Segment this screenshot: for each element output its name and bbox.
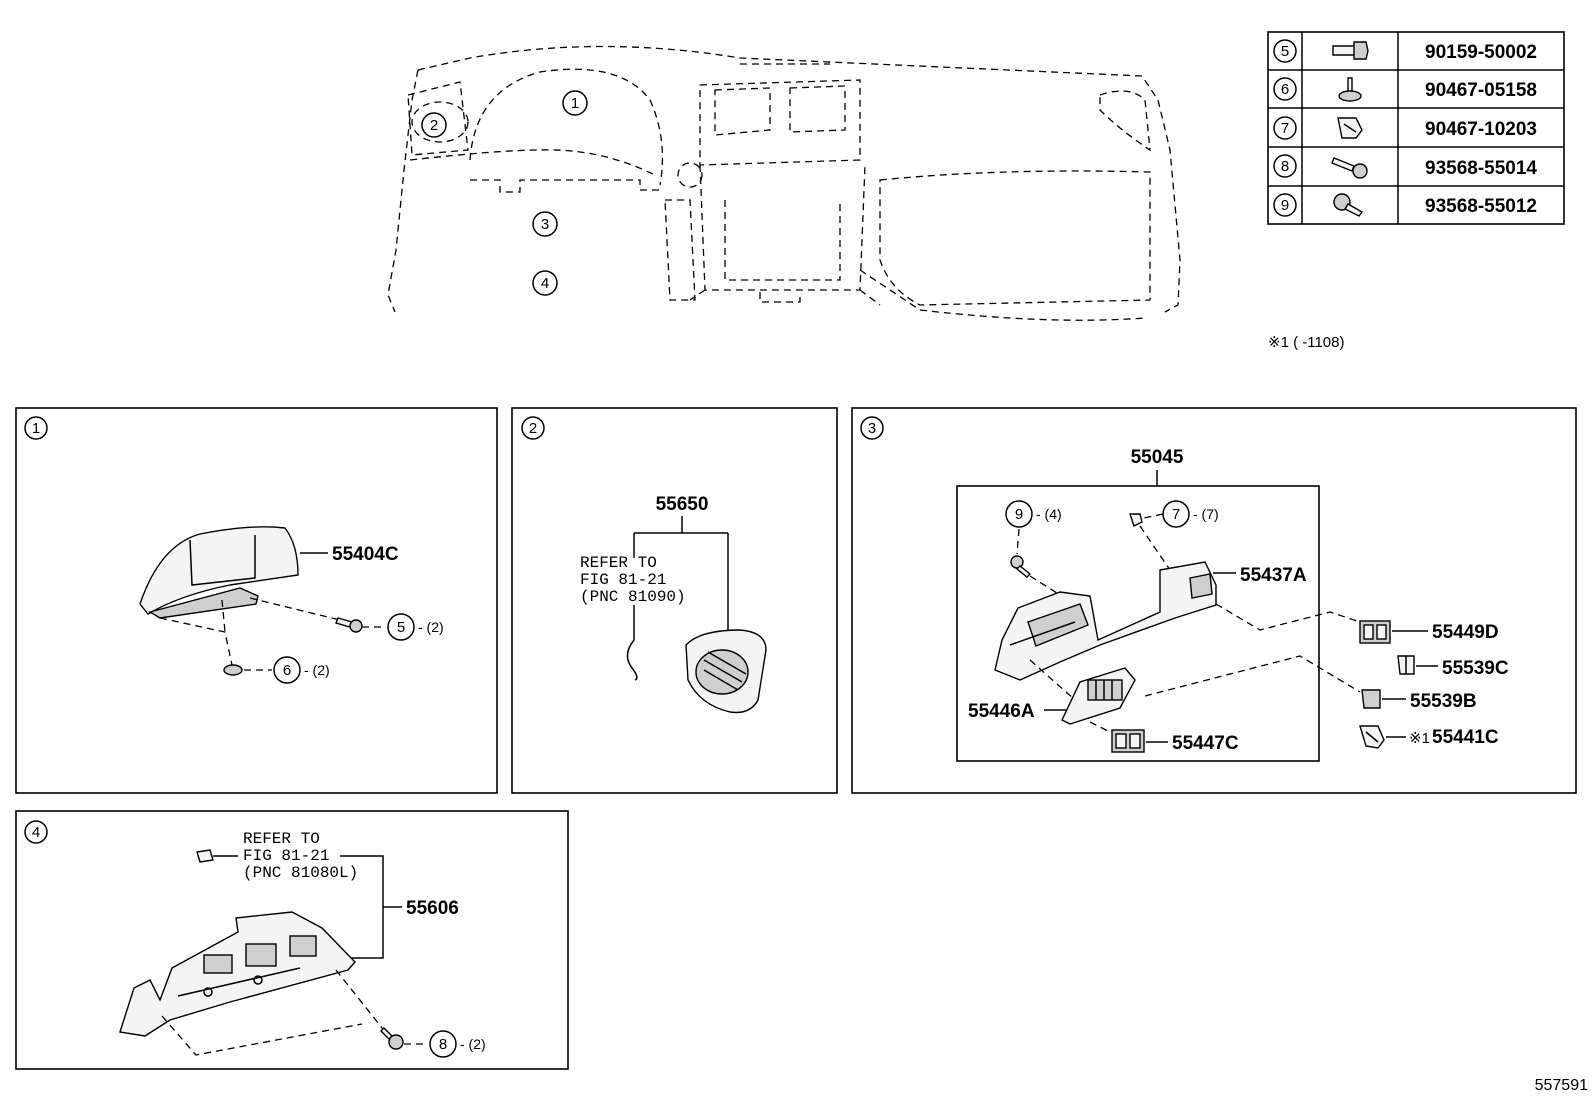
fastener-7-callout: 7 - (7) <box>1162 500 1219 528</box>
svg-text:93568-55014: 93568-55014 <box>1425 158 1537 179</box>
svg-text:- (7): - (7) <box>1193 506 1219 522</box>
panel-1: 1 55404C 5 - (2) 6 - (2) <box>15 407 498 794</box>
svg-text:(PNC 81090): (PNC 81090) <box>580 588 686 606</box>
part-55539C: 55539C <box>1442 658 1509 679</box>
svg-text:(PNC 81080L): (PNC 81080L) <box>243 864 358 882</box>
svg-text:1: 1 <box>571 95 579 112</box>
screw-icon <box>380 1027 404 1050</box>
clip-part-55539C <box>1397 655 1415 675</box>
part-55437A: 55437A <box>1240 565 1307 586</box>
clip-part-55539B <box>1361 689 1381 709</box>
svg-text:- (4): - (4) <box>1036 506 1062 522</box>
svg-text:90467-05158: 90467-05158 <box>1425 80 1537 101</box>
svg-text:FIG 81-21: FIG 81-21 <box>580 571 666 589</box>
footnote-range: ※1 ( -1108) <box>1268 334 1345 351</box>
note-mark: ※1 <box>1409 730 1430 747</box>
fastener-row-9: 9 93568-55012 <box>1273 193 1537 217</box>
svg-text:- (2): - (2) <box>418 619 444 635</box>
clip-icon <box>1337 117 1363 139</box>
switch-base-part-55446A <box>1061 667 1136 725</box>
svg-text:93568-55012: 93568-55012 <box>1425 196 1537 217</box>
panel-3: 3 55045 9 - (4) 7 - (7) <box>851 407 1577 794</box>
svg-text:FIG 81-21: FIG 81-21 <box>243 847 329 865</box>
clip-icon <box>223 664 243 676</box>
fastener-row-7: 7 90467-10203 <box>1273 116 1537 140</box>
part-55404C: 55404C <box>332 544 399 565</box>
fastener-5-callout: 5 - (2) <box>387 613 444 641</box>
svg-text:8: 8 <box>1281 158 1289 175</box>
part-55449D: 55449D <box>1432 622 1499 643</box>
svg-text:REFER TO: REFER TO <box>580 554 657 572</box>
svg-text:90467-10203: 90467-10203 <box>1425 119 1537 140</box>
bolt-icon <box>335 617 363 633</box>
fastener-8-callout: 8 - (2) <box>429 1030 486 1058</box>
part-55650: 55650 <box>656 494 709 515</box>
svg-text:90159-50002: 90159-50002 <box>1425 42 1537 63</box>
lower-cover-part <box>119 911 356 1037</box>
meter-hood-part <box>139 526 299 619</box>
connector-icon <box>196 849 214 863</box>
svg-text:9: 9 <box>1015 506 1023 523</box>
lower-panel-part <box>994 561 1217 681</box>
part-55446A: 55446A <box>968 701 1035 722</box>
reference-note: REFER TO FIG 81-21 (PNC 81090) <box>580 554 686 606</box>
svg-text:1: 1 <box>32 420 40 437</box>
part-55606: 55606 <box>406 898 459 919</box>
overview-callout-3: 3 <box>532 211 558 237</box>
fastener-table: 5 90159-50002 6 90467-05158 7 90467-1020 <box>1267 31 1565 225</box>
screw-icon <box>1331 157 1368 179</box>
reference-note: REFER TO FIG 81-21 (PNC 81080L) <box>243 830 358 882</box>
fastener-9-callout: 9 - (4) <box>1005 500 1062 528</box>
svg-text:4: 4 <box>32 824 40 841</box>
svg-text:6: 6 <box>283 662 291 679</box>
overview-callout-1: 1 <box>562 90 588 116</box>
svg-text:7: 7 <box>1281 120 1289 137</box>
switch-part-55447C <box>1111 729 1145 753</box>
svg-text:4: 4 <box>541 275 549 292</box>
svg-text:- (2): - (2) <box>460 1036 486 1052</box>
overview-callouts: 1 2 3 4 <box>421 90 588 296</box>
assembly-55045-box <box>956 485 1320 762</box>
vent-register-part <box>685 629 767 714</box>
screw-icon <box>1333 193 1364 217</box>
svg-text:8: 8 <box>439 1036 447 1053</box>
svg-text:2: 2 <box>430 117 438 134</box>
part-55539B: 55539B <box>1410 691 1477 712</box>
svg-text:3: 3 <box>868 420 876 437</box>
overview-callout-2: 2 <box>421 112 447 138</box>
panel-2-number: 2 <box>521 416 545 440</box>
panel-4: 4 REFER TO FIG 81-21 (PNC 81080L) 55606 <box>15 810 569 1070</box>
diagram-id: 557591 <box>1535 1077 1588 1094</box>
svg-text:2: 2 <box>529 420 537 437</box>
svg-text:- (2): - (2) <box>304 662 330 678</box>
clip-icon <box>1129 513 1143 527</box>
overview-callout-4: 4 <box>532 270 558 296</box>
svg-text:REFER TO: REFER TO <box>243 830 320 848</box>
svg-text:5: 5 <box>1281 43 1289 60</box>
fastener-row-6: 6 90467-05158 <box>1273 77 1537 102</box>
panel-4-number: 4 <box>24 820 48 844</box>
svg-text:3: 3 <box>541 216 549 233</box>
clip-part-55441C <box>1359 725 1385 749</box>
screw-icon <box>1010 555 1032 578</box>
switch-part-55449D <box>1359 620 1391 644</box>
part-55447C: 55447C <box>1172 733 1239 754</box>
svg-text:7: 7 <box>1172 506 1180 523</box>
part-55441C: 55441C <box>1432 727 1499 748</box>
bolt-icon <box>1332 41 1369 60</box>
panel-2: 2 55650 REFER TO FIG 81-21 (PNC 81090) <box>511 407 838 794</box>
part-55045: 55045 <box>1131 447 1184 468</box>
panel-3-number: 3 <box>860 416 884 440</box>
fastener-row-8: 8 93568-55014 <box>1273 154 1537 179</box>
svg-text:5: 5 <box>397 619 405 636</box>
panel-1-number: 1 <box>24 416 48 440</box>
clip-icon <box>1338 77 1362 102</box>
fastener-6-callout: 6 - (2) <box>273 656 330 684</box>
svg-text:9: 9 <box>1281 197 1289 214</box>
instrument-panel-overview <box>387 45 1181 321</box>
fastener-row-5: 5 90159-50002 <box>1273 39 1537 63</box>
svg-text:6: 6 <box>1281 81 1289 98</box>
